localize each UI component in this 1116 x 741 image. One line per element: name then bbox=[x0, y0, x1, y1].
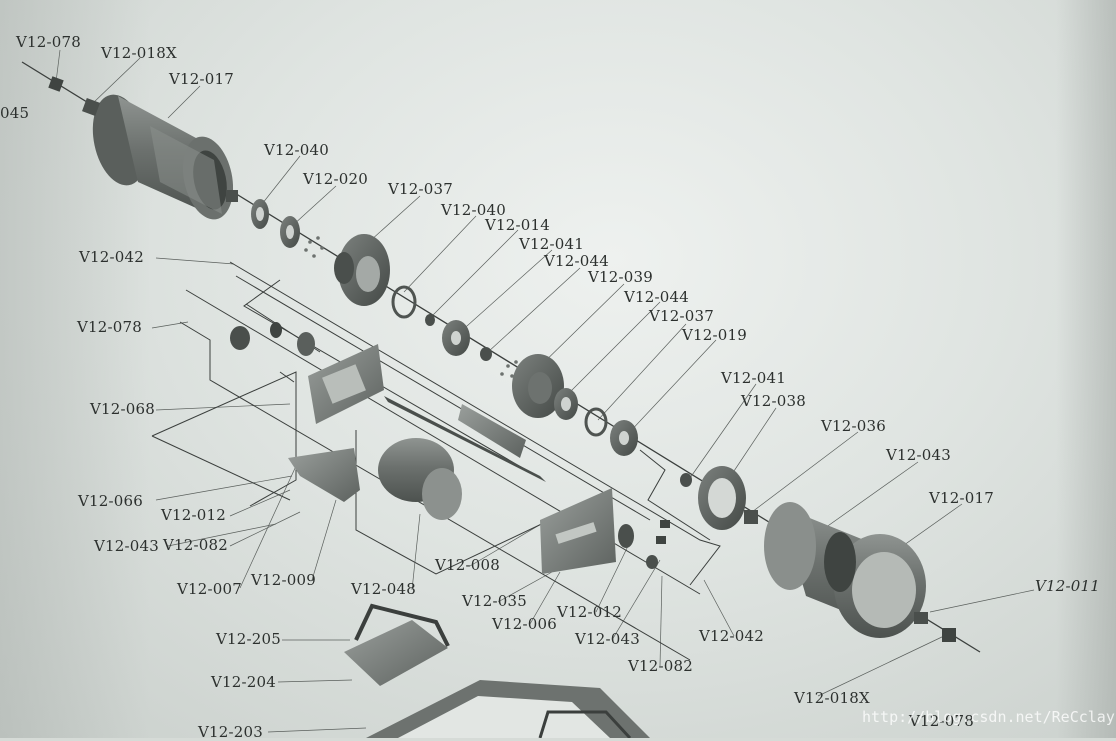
part-label: V12-044 bbox=[624, 288, 690, 306]
part-label: V12-007 bbox=[177, 580, 243, 598]
part-label: V12-008 bbox=[435, 556, 501, 574]
part-label: V12-019 bbox=[682, 326, 748, 344]
part-label: V12-066 bbox=[78, 492, 144, 510]
part-label: V12-012 bbox=[557, 603, 623, 621]
page-shadow-right bbox=[1056, 0, 1116, 738]
watermark: http://blog.csdn.net/ReCclay bbox=[862, 708, 1115, 726]
part-label: V12-014 bbox=[485, 216, 551, 234]
part-label: V12-036 bbox=[821, 417, 887, 435]
gear-train bbox=[251, 199, 638, 456]
part-label: V12-043 bbox=[575, 630, 641, 648]
part-label: V12-040 bbox=[441, 201, 507, 219]
part-label: V12-042 bbox=[79, 248, 145, 266]
part-label: V12-082 bbox=[163, 536, 229, 554]
left-small-parts bbox=[48, 76, 238, 202]
part-label: V12-041 bbox=[721, 369, 787, 387]
part-label: V12-018X bbox=[101, 44, 177, 62]
left-motor-can bbox=[92, 94, 234, 220]
part-label: V12-044 bbox=[544, 252, 610, 270]
part-label: V12-203 bbox=[198, 723, 264, 741]
center-frame bbox=[230, 322, 670, 574]
part-label: V12-035 bbox=[462, 592, 528, 610]
part-label: V12-009 bbox=[251, 571, 317, 589]
part-label: V12-043 bbox=[94, 537, 160, 555]
part-label: V12-078 bbox=[77, 318, 143, 336]
part-label: V12-042 bbox=[699, 627, 765, 645]
part-label: V12-043 bbox=[886, 446, 952, 464]
part-label: V12-017 bbox=[169, 70, 235, 88]
part-label: V12-040 bbox=[264, 141, 330, 159]
part-label: V12-078 bbox=[909, 712, 975, 730]
part-label: V12-048 bbox=[351, 580, 417, 598]
part-label: 045 bbox=[0, 104, 30, 122]
part-label: V12-006 bbox=[492, 615, 558, 633]
right-motor-can bbox=[680, 466, 956, 642]
part-label: V12-011 bbox=[1035, 577, 1101, 595]
part-label: V12-078 bbox=[16, 33, 82, 51]
part-label: V12-039 bbox=[588, 268, 654, 286]
part-label: V12-012 bbox=[161, 506, 227, 524]
part-label: V12-020 bbox=[303, 170, 369, 188]
part-label: V12-038 bbox=[741, 392, 807, 410]
part-label: V12-017 bbox=[929, 489, 995, 507]
part-label: V12-037 bbox=[388, 180, 454, 198]
part-label: V12-041 bbox=[519, 235, 585, 253]
part-label: V12-205 bbox=[216, 630, 282, 648]
part-label: V12-037 bbox=[649, 307, 715, 325]
base-frame bbox=[344, 603, 650, 738]
part-label: V12-068 bbox=[90, 400, 156, 418]
part-label: V12-204 bbox=[211, 673, 277, 691]
part-label: V12-082 bbox=[628, 657, 694, 675]
part-label: V12-018X bbox=[794, 689, 870, 707]
